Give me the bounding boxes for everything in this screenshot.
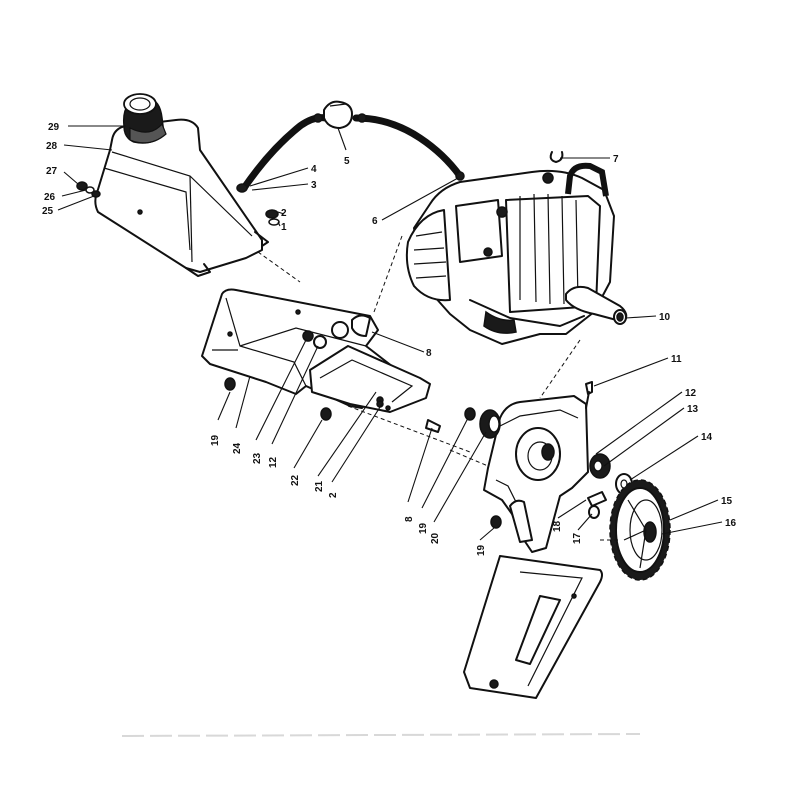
- fuel-cap: [122, 93, 167, 144]
- callout-22: 22: [290, 474, 301, 486]
- engine: [405, 162, 628, 345]
- fuel-filter: [323, 100, 353, 129]
- callout-6: 6: [372, 216, 378, 227]
- callout-15: 15: [721, 496, 733, 507]
- assembly-lines: [257, 235, 620, 541]
- callout-27: 27: [46, 166, 58, 177]
- scan-artifact: [121, 733, 641, 737]
- callout-labels: 29 28 27 26 25 4 3 2 1 5 6 7 10 8 11 12 …: [42, 122, 737, 556]
- callout-2-bottom: 2: [328, 492, 339, 498]
- spring-clip: [549, 151, 564, 163]
- callout-1: 1: [281, 222, 287, 233]
- callout-11: 11: [671, 354, 682, 365]
- tank-vent-fittings: [76, 181, 101, 198]
- callout-19-bottom: 19: [476, 544, 487, 556]
- callout-8-bottom-wrap: 8: [404, 516, 415, 522]
- fuel-tank: [94, 118, 269, 277]
- callout-24-wrap: 24: [232, 442, 243, 454]
- leader-lines: [57, 125, 723, 541]
- bearing: [464, 407, 476, 421]
- callout-18-wrap: 18: [552, 520, 563, 532]
- drive-gear-wheel: [609, 479, 671, 581]
- callout-26: 26: [44, 192, 56, 203]
- gear-housing-plate: [483, 395, 589, 553]
- callout-2-top: 2: [281, 208, 287, 219]
- callout-17-wrap: 17: [572, 532, 583, 544]
- callout-8-top: 8: [426, 348, 432, 359]
- handle-tube: [463, 555, 603, 699]
- callout-14: 14: [701, 432, 713, 443]
- callout-20-wrap: 20: [430, 532, 441, 544]
- callout-25: 25: [42, 206, 54, 217]
- callout-19-center: 19: [418, 522, 429, 534]
- callout-19-left-wrap: 19: [210, 434, 221, 446]
- callout-16: 16: [725, 518, 737, 529]
- callout-22-wrap: 22: [290, 474, 301, 486]
- callout-23: 23: [252, 452, 263, 464]
- callout-23-wrap: 23: [252, 452, 263, 464]
- callout-19-left: 19: [210, 434, 221, 446]
- callout-7: 7: [613, 154, 619, 165]
- fuel-line: [236, 113, 465, 193]
- callout-2-bottom-wrap: 2: [328, 492, 339, 498]
- callout-12-left-wrap: 12: [268, 456, 279, 468]
- callout-20: 20: [430, 532, 441, 544]
- callout-8-bottom: 8: [404, 516, 415, 522]
- callout-3: 3: [311, 180, 317, 191]
- callout-10: 10: [659, 312, 671, 323]
- callout-12-right: 12: [685, 388, 697, 399]
- callout-24: 24: [232, 442, 243, 454]
- callout-5: 5: [344, 156, 350, 167]
- callout-12-left: 12: [268, 456, 279, 468]
- callout-19-bottom-wrap: 19: [476, 544, 487, 556]
- callout-21-wrap: 21: [314, 480, 325, 492]
- small-gear: [589, 453, 611, 479]
- callout-17: 17: [572, 532, 583, 544]
- callout-28: 28: [46, 141, 58, 152]
- callout-4: 4: [311, 164, 317, 175]
- drive-pulley: [479, 409, 501, 439]
- callout-21: 21: [314, 480, 325, 492]
- callout-19-center-wrap: 19: [418, 522, 429, 534]
- callout-18: 18: [552, 520, 563, 532]
- callout-13: 13: [687, 404, 699, 415]
- callout-29: 29: [48, 122, 60, 133]
- hose-clamp-assembly: [265, 209, 280, 226]
